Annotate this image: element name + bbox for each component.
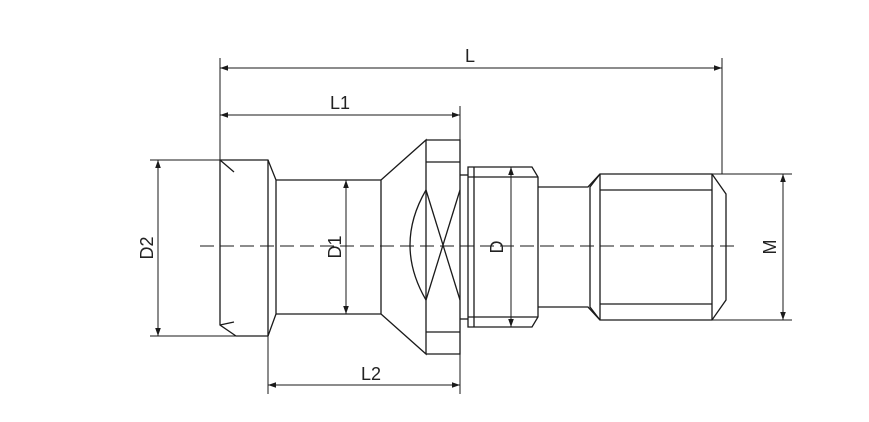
- hex-collar: [426, 139, 461, 355]
- cone-section: [380, 138, 427, 356]
- neck-cylinder: [276, 179, 381, 315]
- head-flange: [219, 159, 277, 337]
- label-l: L: [465, 46, 475, 66]
- head-flange-chamfer-top: [219, 159, 235, 173]
- label-d: D: [487, 241, 507, 254]
- relief-neck: [538, 173, 601, 321]
- thread-body: [589, 173, 727, 321]
- label-d1: D1: [325, 235, 345, 258]
- label-l1: L1: [330, 93, 350, 113]
- label-m: M: [760, 240, 780, 255]
- label-d2: D2: [137, 236, 157, 259]
- hex-arc: [409, 189, 427, 301]
- hex-diagonal-2: [425, 189, 461, 301]
- head-flange-chamfer-bottom: [219, 321, 235, 326]
- label-l2: L2: [361, 364, 381, 384]
